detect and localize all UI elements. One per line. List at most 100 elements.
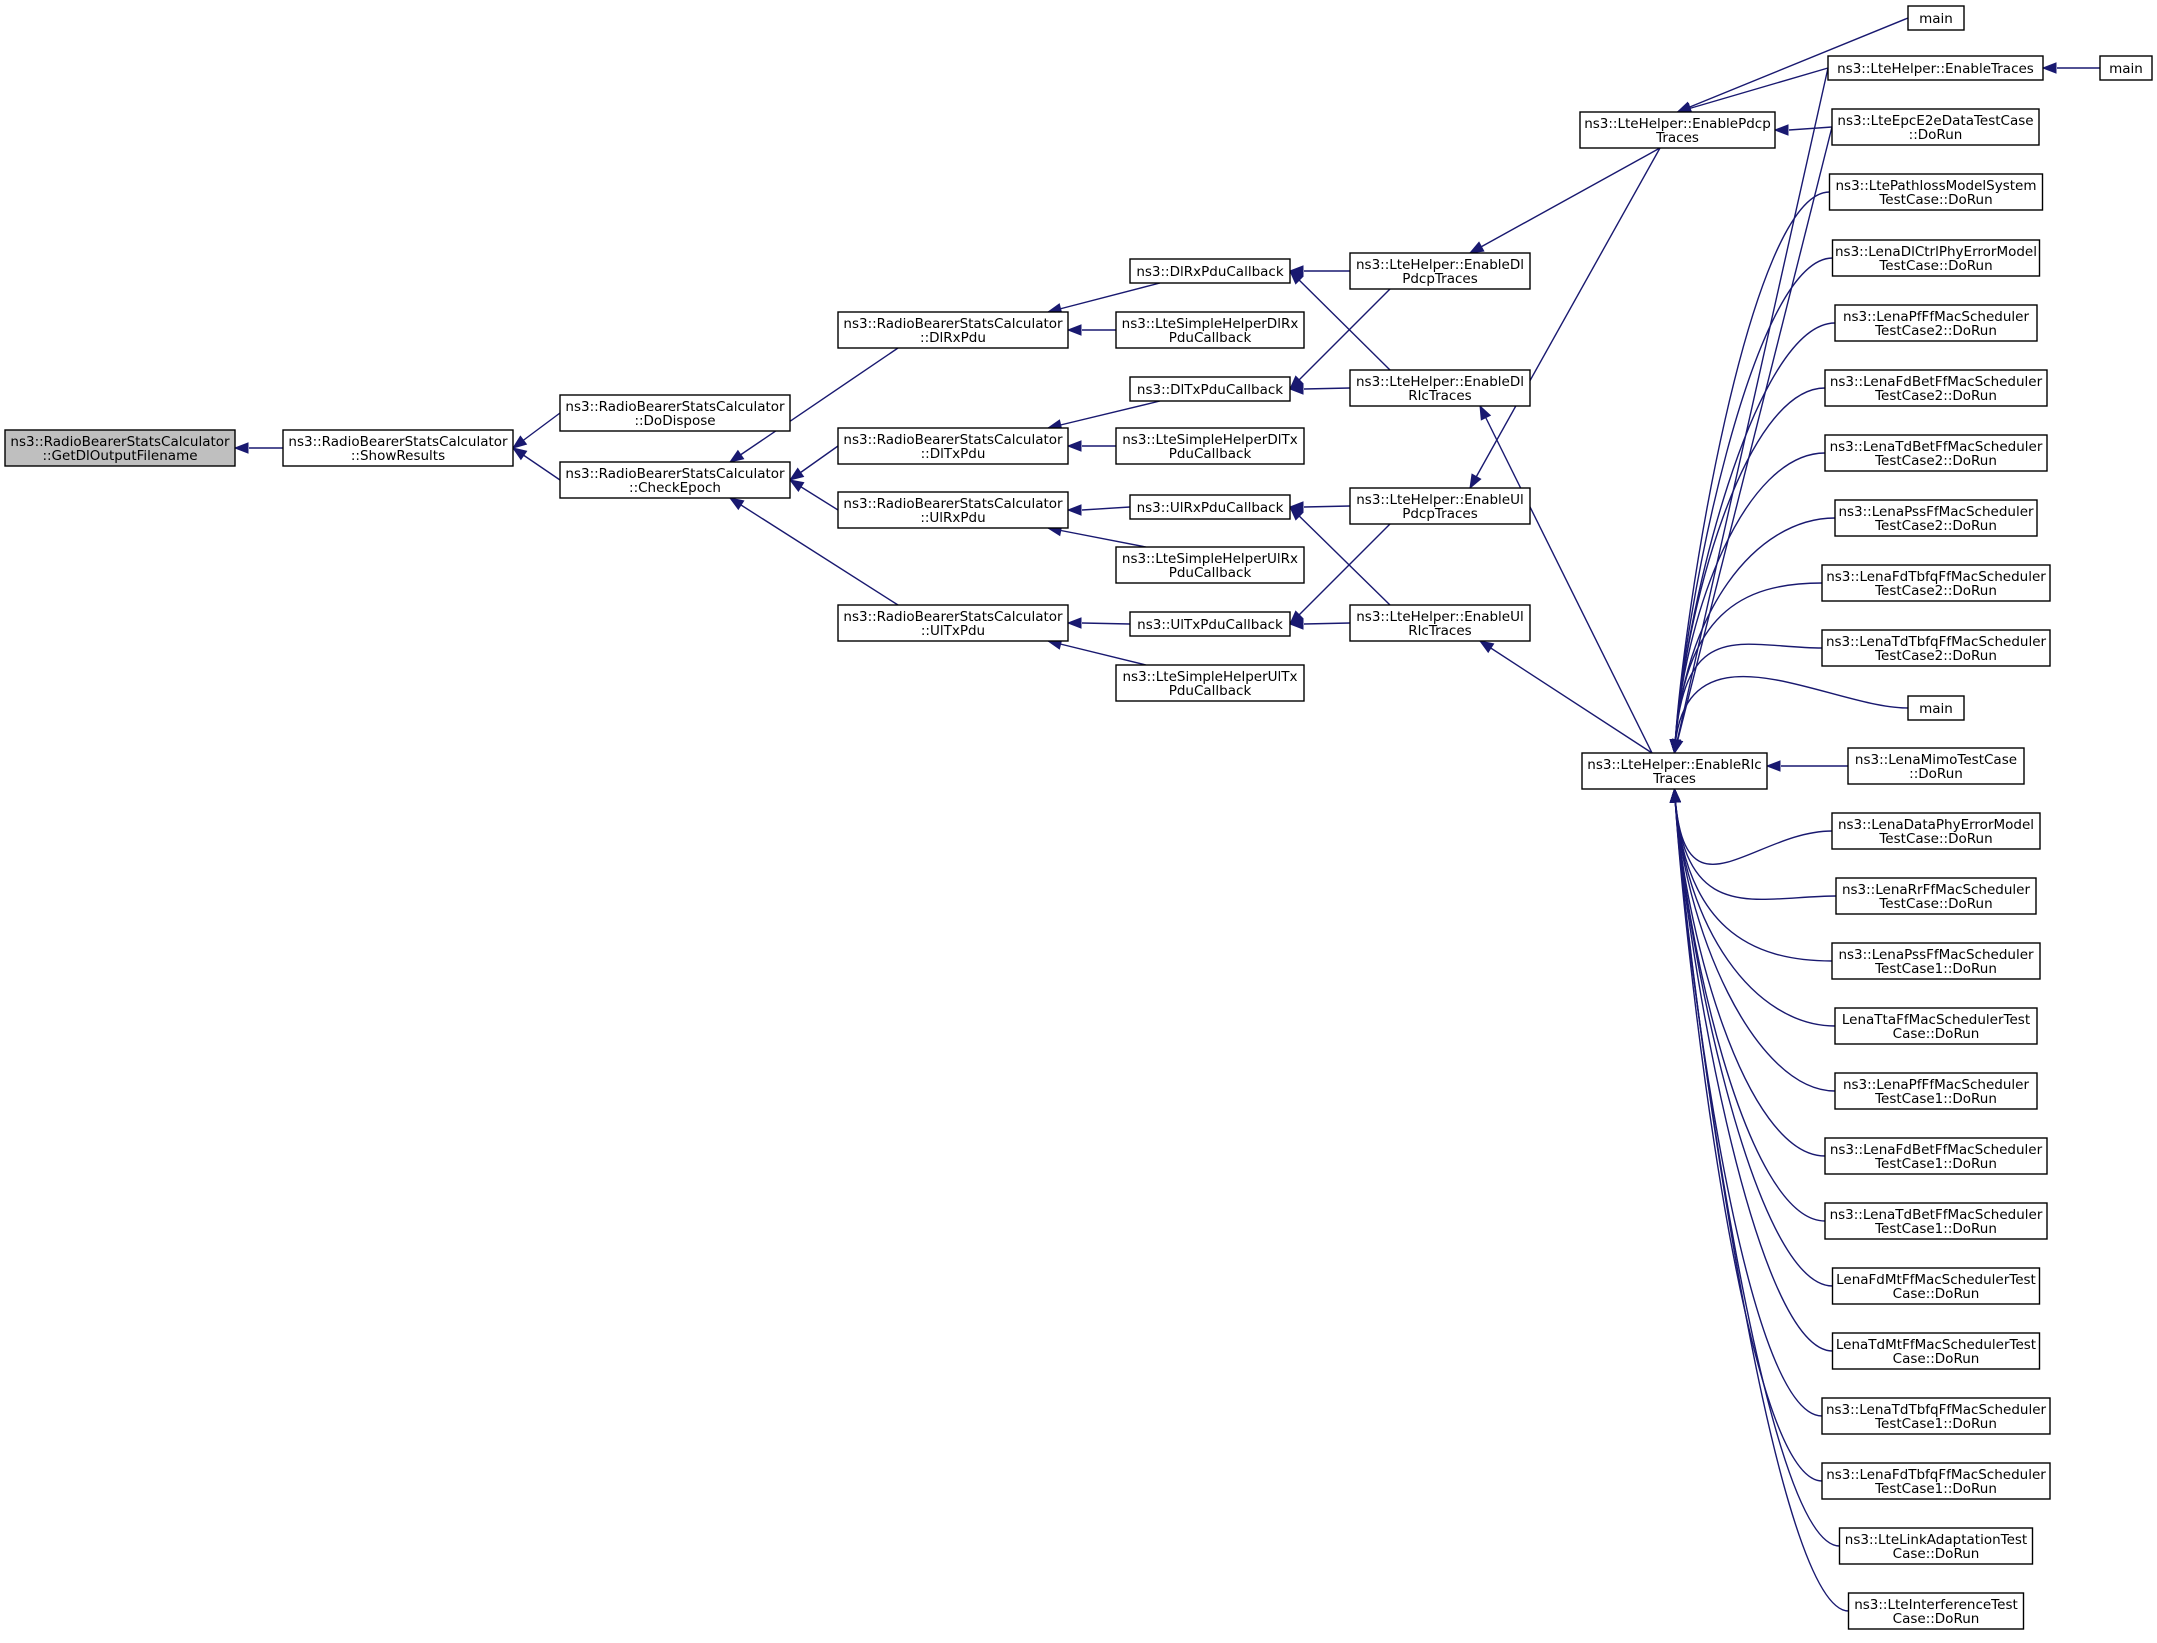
arrowhead bbox=[728, 497, 745, 511]
node-label-line: PdcpTraces bbox=[1402, 506, 1478, 522]
node-main3[interactable]: main bbox=[1907, 695, 1965, 721]
node-dltxpdu[interactable]: ns3::RadioBearerStatsCalculator::DlTxPdu bbox=[837, 427, 1069, 465]
edge-endlrlc-to-dlrxcb bbox=[1289, 270, 1391, 371]
node-label-line: ns3::LenaTdBetFfMacScheduler bbox=[1830, 1207, 2043, 1223]
node-box bbox=[1831, 108, 2040, 146]
node-dataphy[interactable]: ns3::LenaDataPhyErrorModelTestCase::DoRu… bbox=[1831, 812, 2041, 850]
node-main1[interactable]: main bbox=[1907, 5, 1965, 31]
node-label-line: main bbox=[2109, 61, 2143, 77]
node-box bbox=[1831, 812, 2041, 850]
node-ultxcb[interactable]: ns3::UlTxPduCallback bbox=[1129, 611, 1291, 637]
arrowhead bbox=[728, 449, 745, 463]
node-label-line: ns3::LteHelper::EnableUl bbox=[1356, 492, 1524, 508]
node-box bbox=[1349, 604, 1531, 642]
node-dodispose[interactable]: ns3::RadioBearerStatsCalculator::DoDispo… bbox=[559, 394, 791, 432]
node-label-line: main bbox=[1919, 11, 1953, 27]
node-label-line: ns3::LenaFdBetFfMacScheduler bbox=[1830, 374, 2043, 390]
node-label-line: TestCase2::DoRun bbox=[1874, 388, 1997, 404]
node-box bbox=[1821, 564, 2051, 602]
edge-checkepoch-to-showresults bbox=[511, 447, 561, 481]
node-box bbox=[1349, 369, 1531, 407]
node-label-line: PduCallback bbox=[1169, 446, 1252, 462]
edge-epce2e-to-enrlc bbox=[1672, 126, 1833, 755]
node-label-line: ::UlRxPdu bbox=[920, 510, 985, 526]
node-box bbox=[1821, 1397, 2051, 1435]
node-dlctrl[interactable]: ns3::LenaDlCtrlPhyErrorModelTestCase::Do… bbox=[1831, 239, 2041, 277]
node-dlrxcb[interactable]: ns3::DlRxPduCallback bbox=[1129, 258, 1291, 284]
node-tdtbfq2[interactable]: ns3::LenaTdTbfqFfMacSchedulerTestCase2::… bbox=[1821, 629, 2051, 667]
node-label-line: ns3::LenaDataPhyErrorModel bbox=[1838, 817, 2034, 833]
node-fdbet1[interactable]: ns3::LenaFdBetFfMacSchedulerTestCase1::D… bbox=[1824, 1137, 2048, 1175]
node-label-line: TestCase2::DoRun bbox=[1874, 518, 1997, 534]
node-label-line: ns3::LenaTdTbfqFfMacScheduler bbox=[1826, 634, 2047, 650]
node-box bbox=[1821, 1462, 2051, 1500]
node-ulrxcb[interactable]: ns3::UlRxPduCallback bbox=[1129, 494, 1291, 520]
node-fdbet2[interactable]: ns3::LenaFdBetFfMacSchedulerTestCase2::D… bbox=[1824, 369, 2048, 407]
node-showresults[interactable]: ns3::RadioBearerStatsCalculator::ShowRes… bbox=[282, 429, 514, 467]
arrowhead bbox=[1289, 506, 1304, 521]
node-pf1[interactable]: ns3::LenaPfFfMacSchedulerTestCase1::DoRu… bbox=[1834, 1072, 2038, 1110]
node-label-line: ns3::LteHelper::EnableDl bbox=[1356, 257, 1524, 273]
node-label-line: TestCase1::DoRun bbox=[1874, 1221, 1997, 1237]
node-checkepoch[interactable]: ns3::RadioBearerStatsCalculator::CheckEp… bbox=[559, 461, 791, 499]
node-pss2[interactable]: ns3::LenaPssFfMacSchedulerTestCase2::DoR… bbox=[1834, 499, 2038, 537]
node-box bbox=[1834, 499, 2038, 537]
node-label-line: PduCallback bbox=[1169, 565, 1252, 581]
node-label-line: ns3::LteSimpleHelperUlTx bbox=[1123, 669, 1298, 685]
node-label-line: ns3::LteInterferenceTest bbox=[1854, 1597, 2018, 1613]
node-dltxcb[interactable]: ns3::DlTxPduCallback bbox=[1129, 376, 1291, 402]
node-fdtbfq1[interactable]: ns3::LenaFdTbfqFfMacSchedulerTestCase1::… bbox=[1821, 1462, 2051, 1500]
node-label-line: Traces bbox=[1652, 771, 1696, 787]
node-box bbox=[1115, 311, 1305, 349]
node-pathloss[interactable]: ns3::LtePathlossModelSystemTestCase::DoR… bbox=[1828, 173, 2044, 211]
node-label-line: TestCase::DoRun bbox=[1878, 896, 1992, 912]
arrowhead bbox=[2041, 62, 2057, 74]
node-box bbox=[2099, 55, 2153, 81]
node-main2[interactable]: main bbox=[2099, 55, 2153, 81]
node-dlrxpdu[interactable]: ns3::RadioBearerStatsCalculator::DlRxPdu bbox=[837, 311, 1069, 349]
node-entraces[interactable]: ns3::LteHelper::EnableTraces bbox=[1827, 55, 2044, 81]
node-mimo[interactable]: ns3::LenaMimoTestCase::DoRun bbox=[1847, 747, 2025, 785]
node-epce2e[interactable]: ns3::LteEpcE2eDataTestCase::DoRun bbox=[1831, 108, 2040, 146]
arrowhead bbox=[1773, 124, 1789, 136]
node-tdbet2[interactable]: ns3::LenaTdBetFfMacSchedulerTestCase2::D… bbox=[1824, 434, 2048, 472]
edge-pf2-to-enrlc bbox=[1669, 322, 1836, 755]
node-box bbox=[1831, 1332, 2041, 1370]
node-tdtbfq1[interactable]: ns3::LenaTdTbfqFfMacSchedulerTestCase1::… bbox=[1821, 1397, 2051, 1435]
node-label-line: TestCase2::DoRun bbox=[1874, 648, 1997, 664]
node-pss1[interactable]: ns3::LenaPssFfMacSchedulerTestCase1::DoR… bbox=[1831, 942, 2041, 980]
node-label-line: TestCase2::DoRun bbox=[1874, 583, 1997, 599]
node-tdbet1[interactable]: ns3::LenaTdBetFfMacSchedulerTestCase1::D… bbox=[1824, 1202, 2048, 1240]
node-label-line: ns3::LteSimpleHelperUlRx bbox=[1122, 551, 1298, 567]
edge-endlrlc-to-dltxcb bbox=[1288, 383, 1351, 395]
edge-pss2-to-enrlc bbox=[1669, 517, 1836, 755]
arrowhead bbox=[1066, 504, 1082, 516]
node-ulrxpdu[interactable]: ns3::RadioBearerStatsCalculator::UlRxPdu bbox=[837, 491, 1069, 529]
edge-main3-to-enrlc bbox=[1669, 675, 1909, 755]
node-ultxpdu[interactable]: ns3::RadioBearerStatsCalculator::UlTxPdu bbox=[837, 604, 1069, 642]
edge-fdtbfq1-to-enrlc bbox=[1669, 787, 1823, 1482]
node-label-line: TestCase1::DoRun bbox=[1874, 1156, 1997, 1172]
node-pf2[interactable]: ns3::LenaPfFfMacSchedulerTestCase2::DoRu… bbox=[1834, 304, 2038, 342]
node-fdtbfq2[interactable]: ns3::LenaFdTbfqFfMacSchedulerTestCase2::… bbox=[1821, 564, 2051, 602]
node-box bbox=[1831, 239, 2041, 277]
node-box bbox=[1834, 1007, 2038, 1045]
node-box bbox=[1834, 1072, 2038, 1110]
